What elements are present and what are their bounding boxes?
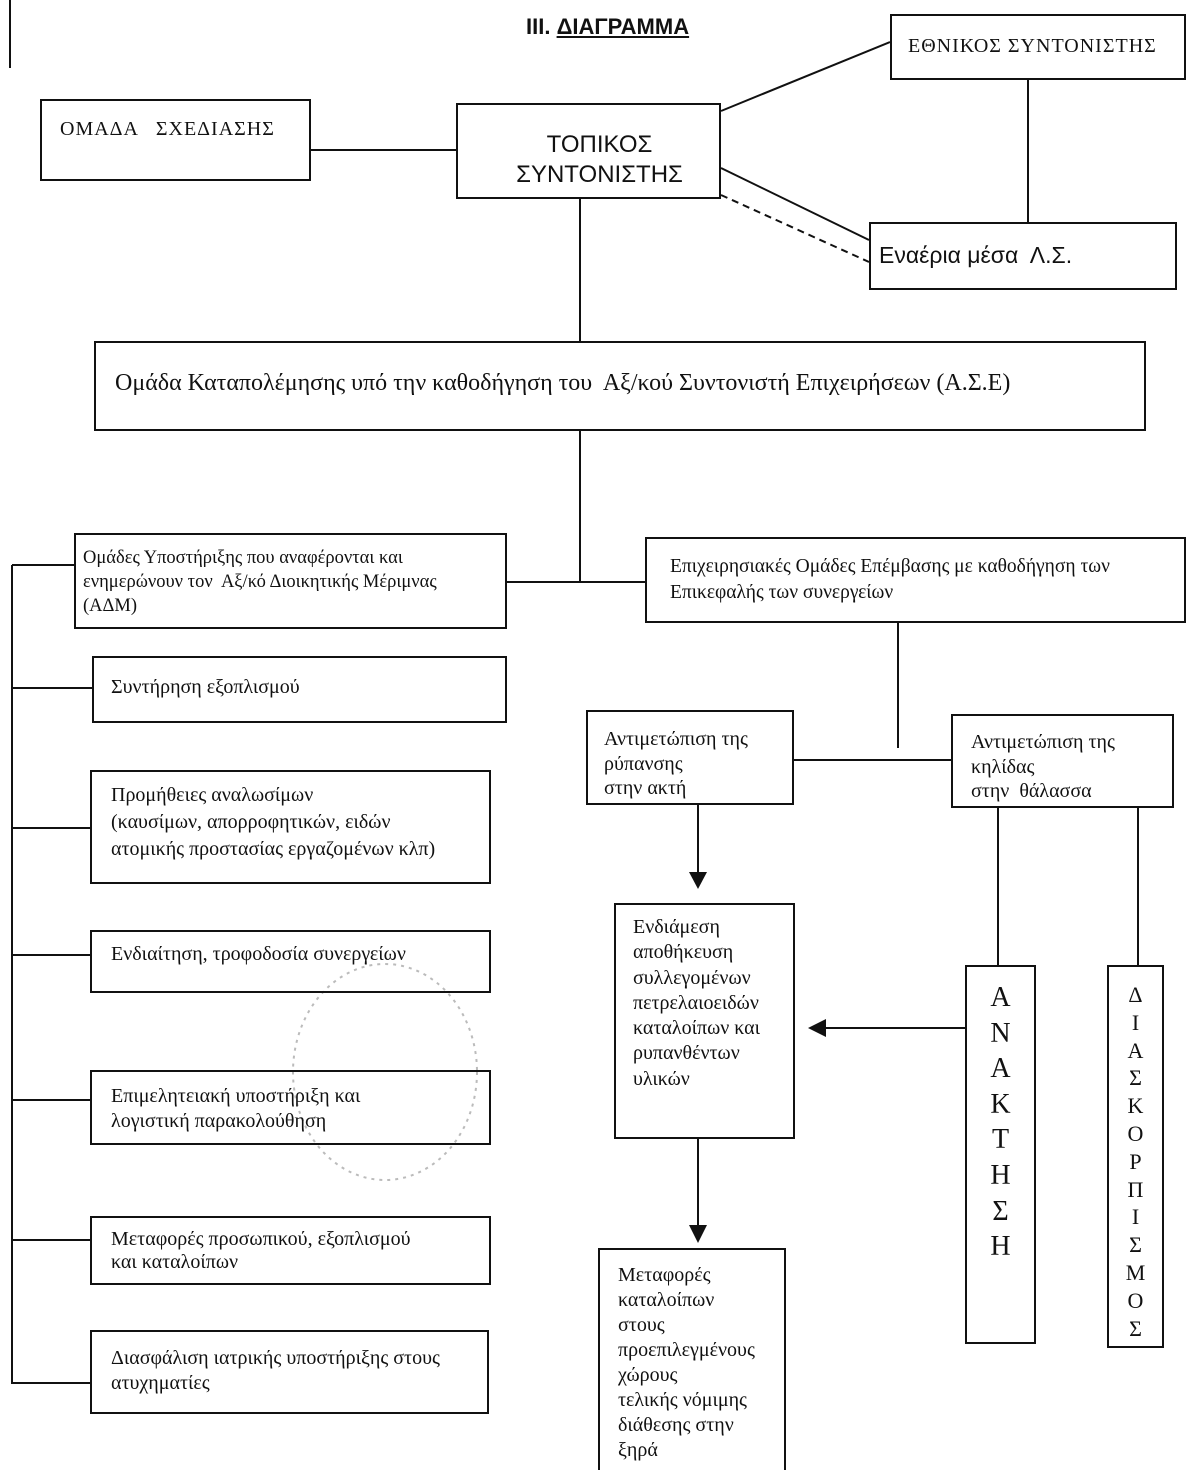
vertical-letter: Ο bbox=[1127, 1120, 1144, 1146]
node-response-team: Ομάδα Καταπολέμησης υπό την καθοδήγηση τ… bbox=[94, 341, 1146, 431]
vertical-letter: Ι bbox=[1131, 1204, 1140, 1230]
stamp bbox=[292, 963, 478, 1181]
node-line: υλικών bbox=[633, 1067, 690, 1090]
node-interim-storage: Ενδιάμεση αποθήκευση συλλεγομένων πετρελ… bbox=[614, 903, 795, 1139]
node-line: στην ακτή bbox=[604, 777, 687, 799]
node-line: Μεταφορές προσωπικού, εξοπλισμού bbox=[111, 1228, 411, 1250]
node-line: στους bbox=[618, 1314, 665, 1336]
node-medical-support: Διασφάλιση ιατρικής υποστήριξης στους ατ… bbox=[90, 1330, 489, 1414]
node-line: Ενδιάμεση bbox=[633, 916, 720, 938]
node-sea-response: Αντιμετώπιση της κηλίδας στην θάλασσα bbox=[951, 714, 1174, 808]
node-line: Επιμελητειακή υποστήριξη και bbox=[111, 1085, 361, 1107]
node-line: ρύπανσης bbox=[604, 752, 683, 775]
vertical-letter: Α bbox=[990, 982, 1011, 1013]
node-line: λογιστική παρακολούθηση bbox=[111, 1110, 327, 1132]
node-operational-teams: Επιχειρησιακές Ομάδες Επέμβασης με καθοδ… bbox=[645, 537, 1186, 623]
node-line: κηλίδας bbox=[971, 755, 1035, 778]
node-line: πετρελαιοειδών bbox=[633, 991, 759, 1014]
node-line: στην θάλασσα bbox=[971, 780, 1092, 802]
node-line: ξηρά bbox=[618, 1439, 658, 1461]
node-line: (καυσίμων, απορροφητικών, ειδών bbox=[111, 811, 391, 833]
vertical-letter: Η bbox=[990, 1231, 1011, 1263]
node-logistics-accounting: Επιμελητειακή υποστήριξη και λογιστική π… bbox=[90, 1070, 491, 1145]
title-text: ΔΙΑΓΡΑΜΜΑ bbox=[556, 14, 690, 39]
node-line: Συντήρηση εξοπλισμού bbox=[111, 676, 300, 698]
node-line: Επικεφαλής των συνεργείων bbox=[670, 582, 894, 603]
vertical-letter: Α bbox=[990, 1053, 1011, 1085]
node-line: διάθεσης στην bbox=[618, 1414, 734, 1436]
vertical-letter: Σ bbox=[1129, 1065, 1142, 1091]
node-equipment-maintenance: Συντήρηση εξοπλισμού bbox=[92, 656, 507, 723]
node-line: καταλοίπων και bbox=[633, 1017, 761, 1040]
vertical-letter: Σ bbox=[992, 1195, 1009, 1227]
node-line: Επιχειρησιακές Ομάδες Επέμβασης με καθοδ… bbox=[670, 556, 1110, 577]
vertical-letter: Π bbox=[1127, 1176, 1144, 1202]
node-line: Μεταφορές bbox=[618, 1264, 711, 1286]
node-support-teams: Ομάδες Υποστήριξης που αναφέρονται και ε… bbox=[74, 533, 507, 629]
vertical-letter: Σ bbox=[1129, 1232, 1142, 1258]
node-line: ατυχηματίες bbox=[111, 1372, 210, 1394]
arrow-storage-final-head bbox=[689, 1225, 707, 1243]
node-consumables-supply: Προμήθειες αναλωσίμων (καυσίμων, απορροφ… bbox=[90, 770, 491, 884]
node-line: Ομάδες Υποστήριξης που αναφέρονται και bbox=[83, 548, 403, 568]
node-line: ΟΜΑΔΑ ΣΧΕΔΙΑΣΗΣ bbox=[60, 118, 275, 140]
node-line: Αντιμετώπιση της bbox=[604, 728, 748, 750]
node-line: συλλεγομένων bbox=[633, 966, 751, 989]
node-line: ΕΘΝΙΚΟΣ ΣΥΝΤΟΝΙΣΤΗΣ bbox=[908, 35, 1157, 57]
vertical-letter: Ι bbox=[1131, 1009, 1140, 1035]
node-line: ενημερώνουν τον Αξ/κό Διοικητικής Μέριμν… bbox=[83, 572, 437, 592]
vertical-letter: Κ bbox=[1127, 1093, 1144, 1119]
arrow-shore-storage-head bbox=[689, 872, 707, 889]
vertical-letter: Ν bbox=[990, 1017, 1011, 1049]
diagram-title: III. ΔΙΑΓΡΑΜΜΑ bbox=[526, 12, 689, 42]
vertical-letter: Τ bbox=[991, 1124, 1010, 1156]
vertical-letter: Δ bbox=[1128, 982, 1143, 1007]
node-line: Αντιμετώπιση της bbox=[971, 731, 1115, 753]
node-line: αποθήκευση bbox=[633, 941, 734, 964]
vertical-letter: Ρ bbox=[1129, 1148, 1142, 1174]
node-line: χώρους bbox=[618, 1364, 678, 1386]
node-line: Διασφάλιση ιατρικής υποστήριξης στους bbox=[111, 1347, 440, 1369]
node-planning-team: ΟΜΑΔΑ ΣΧΕΔΙΑΣΗΣ bbox=[40, 99, 311, 181]
node-line: καταλοίπων bbox=[618, 1289, 715, 1311]
arrow-recovery-storage-head bbox=[808, 1019, 826, 1037]
node-line: προεπιλεγμένους bbox=[618, 1339, 755, 1361]
node-shore-response: Αντιμετώπιση της ρύπανσης στην ακτή bbox=[586, 710, 794, 805]
node-local-coordinator: ΤΟΠΙΚΟΣ ΣΥΝΤΟΝΙΣΤΗΣ bbox=[456, 103, 721, 199]
node-waste-transport-final: Μεταφορές καταλοίπων στους προεπιλεγμένο… bbox=[598, 1248, 786, 1470]
node-national-coordinator: ΕΘΝΙΚΟΣ ΣΥΝΤΟΝΙΣΤΗΣ bbox=[890, 14, 1186, 80]
node-line: τελικής νόμιμης bbox=[618, 1389, 747, 1411]
vertical-letter: Σ bbox=[1129, 1315, 1142, 1341]
node-line: Προμήθειες αναλωσίμων bbox=[111, 784, 314, 806]
title-number: III. bbox=[526, 14, 551, 39]
node-aerial-means: Εναέρια μέσα Λ.Σ. bbox=[869, 222, 1177, 290]
node-line: (ΑΔΜ) bbox=[83, 596, 138, 616]
node-line: και καταλοίπων bbox=[111, 1251, 239, 1273]
node-line: ΣΥΝΤΟΝΙΣΤΗΣ bbox=[516, 161, 683, 188]
node-line: ΤΟΠΙΚΟΣ bbox=[546, 131, 653, 158]
vertical-letter: Κ bbox=[990, 1088, 1011, 1120]
node-line: ρυπανθέντων bbox=[633, 1042, 740, 1065]
node-line: Εναέρια μέσα Λ.Σ. bbox=[879, 242, 1073, 268]
node-accommodation-catering: Ενδιαίτηση, τροφοδοσία συνεργείων bbox=[90, 930, 491, 993]
vertical-letter: Μ bbox=[1125, 1259, 1146, 1285]
node-line: Ενδιαίτηση, τροφοδοσία συνεργείων bbox=[111, 943, 406, 965]
node-line: Ομάδα Καταπολέμησης υπό την καθοδήγηση τ… bbox=[115, 370, 1011, 396]
vertical-letter: Ο bbox=[1127, 1287, 1144, 1313]
node-line: ατομικής προστασίας εργαζομένων κλπ) bbox=[111, 838, 436, 860]
node-transport-personnel: Μεταφορές προσωπικού, εξοπλισμού και κατ… bbox=[90, 1216, 491, 1285]
vertical-letter: Η bbox=[990, 1159, 1011, 1191]
connector-local-aerial-solid bbox=[720, 167, 870, 241]
vertical-letter: Α bbox=[1127, 1037, 1144, 1063]
connector-local-national bbox=[720, 41, 891, 112]
connector-local-aerial-dashed bbox=[720, 194, 870, 263]
